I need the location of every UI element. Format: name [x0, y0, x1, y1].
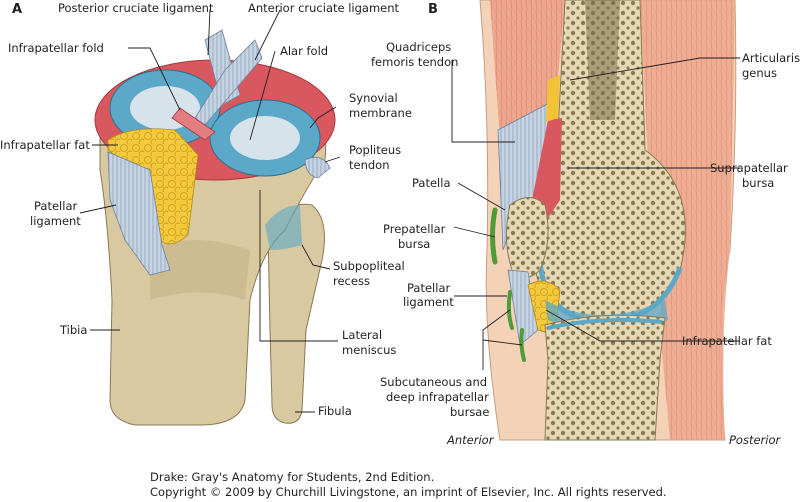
label-tibia: Tibia [59, 323, 87, 337]
label-suprapatellar-bursa-line1: Suprapatellar [710, 161, 788, 175]
tibia-shape-b [544, 314, 666, 441]
leader-lines [79, 9, 740, 413]
fibula-shape [267, 203, 325, 424]
label-alar-fold: Alar fold [280, 44, 328, 58]
label-prepatellar-bursa-line1: Prepatellar [383, 222, 446, 236]
label-anterior: Anterior [446, 433, 495, 447]
panel-a-illustration [94, 29, 336, 426]
label-subcutaneous-bursae-line1: Subcutaneous and [380, 375, 487, 389]
label-synovial-membrane-line2: membrane [349, 106, 412, 120]
label-popliteus-tendon-line2: tendon [349, 158, 390, 172]
label-patellar-ligament-a-line2: ligament [30, 214, 81, 228]
label-subpopliteal-recess-line1: Subpopliteal [333, 259, 405, 273]
label-lateral-meniscus-line2: meniscus [342, 343, 396, 357]
label-patella: Patella [412, 176, 451, 190]
label-infrapatellar-fold: Infrapatellar fold [8, 41, 104, 55]
label-lateral-meniscus-line1: Lateral [342, 328, 382, 342]
label-articularis-genus-line2: genus [742, 66, 777, 80]
label-quadriceps-line2: femoris tendon [371, 55, 458, 69]
label-synovial-membrane-line1: Synovial [349, 91, 398, 105]
label-infrapatellar-fat-b: Infrapatellar fat [682, 334, 772, 348]
patella-shape [505, 197, 549, 278]
label-subcutaneous-bursae-line2: deep infrapatellar [386, 390, 489, 404]
label-patellar-ligament-b-line2: ligament [403, 295, 454, 309]
label-anterior-cruciate-ligament: Anterior cruciate ligament [248, 1, 400, 15]
panel-b-illustration [479, 0, 737, 441]
label-prepatellar-bursa-line2: bursa [398, 237, 430, 251]
label-subpopliteal-recess-line2: recess [333, 274, 370, 288]
credit-line-1: Drake: Gray's Anatomy for Students, 2nd … [150, 470, 435, 484]
label-posterior: Posterior [729, 433, 782, 447]
prepatellar-bursa-shape [490, 207, 498, 265]
label-quadriceps-line1: Quadriceps [386, 40, 451, 54]
label-posterior-cruciate-ligament: Posterior cruciate ligament [58, 1, 214, 15]
patellar-ligament-shape-a [107, 151, 171, 276]
anterior-cruciate-shape [194, 39, 263, 126]
label-articularis-genus-line1: Articularis [742, 51, 800, 65]
label-fibula: Fibula [318, 404, 352, 418]
label-suprapatellar-bursa-line2: bursa [742, 176, 774, 190]
label-subcutaneous-bursae-line3: bursae [450, 405, 489, 419]
label-infrapatellar-fat-a: Infrapatellar fat [0, 138, 90, 152]
credit-line-2: Copyright © 2009 by Churchill Livingston… [150, 485, 667, 499]
label-patellar-ligament-b-line1: Patellar [407, 281, 450, 295]
label-patellar-ligament-a-line1: Patellar [34, 199, 77, 213]
panel-b-letter: B [428, 2, 438, 17]
label-popliteus-tendon-line1: Popliteus [349, 143, 401, 157]
panel-a-letter: A [12, 2, 22, 17]
